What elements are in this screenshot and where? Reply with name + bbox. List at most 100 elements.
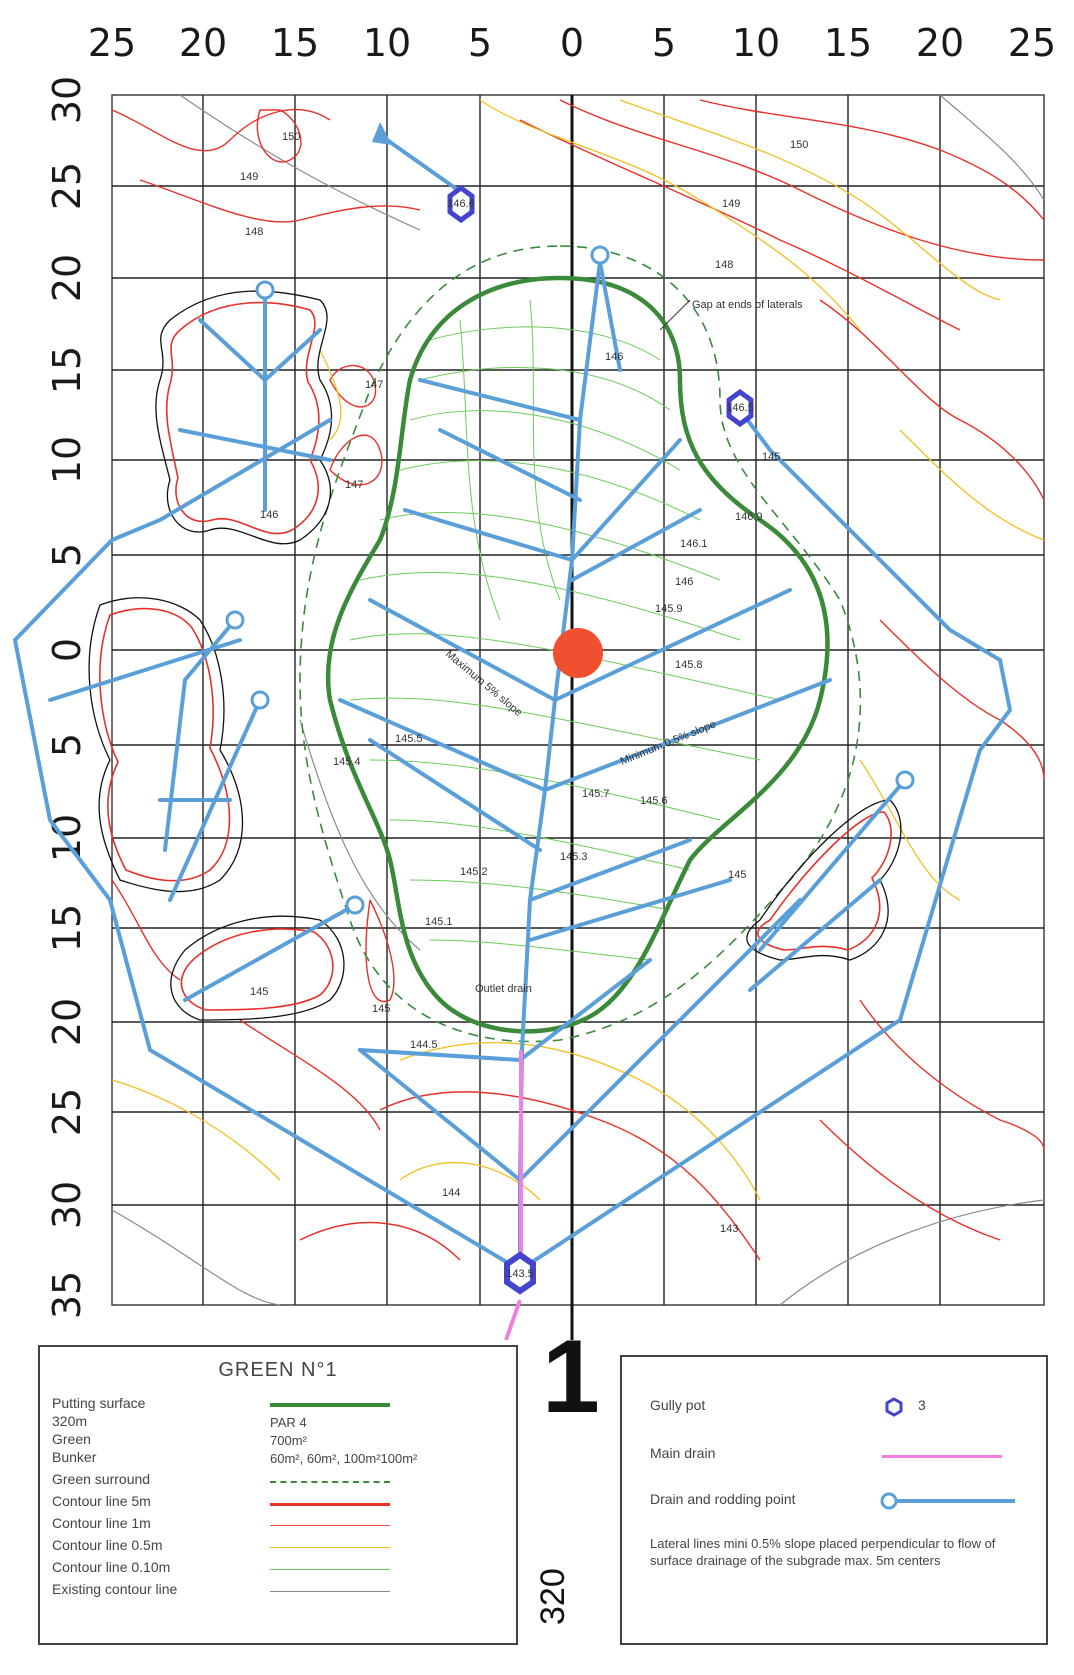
slope-min-annotation: Minimum 0.5% slope bbox=[619, 718, 718, 767]
legend-row-label: Contour line 5m bbox=[52, 1493, 151, 1509]
drain-rodding-swatch bbox=[880, 1492, 1015, 1510]
top-axis-label: 5 bbox=[652, 21, 676, 65]
contour-05m-swatch bbox=[270, 1547, 390, 1548]
green-surround-swatch bbox=[270, 1481, 390, 1483]
top-axis-label: 15 bbox=[824, 21, 872, 65]
slope-max-annotation: Maximum 5% slope bbox=[443, 648, 524, 719]
main-drain-label: Main drain bbox=[650, 1445, 716, 1461]
contour-label: 145.6 bbox=[640, 795, 668, 807]
legend-row-label: 320m bbox=[52, 1413, 88, 1429]
existing-contours bbox=[111, 94, 1045, 1306]
gully-pot-label: Gully pot bbox=[650, 1397, 706, 1413]
legend-row-label: Contour line 1m bbox=[52, 1515, 151, 1531]
gully-label: 146.6 bbox=[447, 198, 475, 210]
contour-label: 145 bbox=[250, 986, 268, 998]
legend-row-label: Green surround bbox=[52, 1471, 151, 1487]
green-number: 1 bbox=[542, 1319, 600, 1435]
grid bbox=[111, 94, 1045, 1306]
legend-panel: GREEN N°1 Putting surface 320m PAR 4 Gre… bbox=[38, 1345, 518, 1645]
contour-label: 148 bbox=[715, 259, 733, 271]
drain-rodding-label: Drain and rodding point bbox=[650, 1491, 796, 1507]
contour-5m-swatch bbox=[270, 1503, 390, 1506]
left-axis-label: 10 bbox=[45, 436, 89, 484]
lateral-note: Lateral lines mini 0.5% slope placed per… bbox=[650, 1536, 996, 1568]
green-surround bbox=[299, 245, 862, 1043]
contour-label: 144 bbox=[442, 1187, 460, 1199]
drain-arrow-icon bbox=[372, 122, 392, 145]
gap-leader bbox=[659, 299, 691, 331]
gully-pot-icon: 143.5 bbox=[504, 1251, 536, 1295]
top-axis-label: 20 bbox=[916, 21, 964, 65]
left-axis-label: 15 bbox=[45, 904, 89, 952]
bunkers bbox=[88, 290, 902, 1021]
gully-pot-icon: 146.5 bbox=[726, 388, 754, 428]
contour-label: 146.1 bbox=[680, 538, 708, 550]
gully-label: 143.5 bbox=[506, 1268, 534, 1280]
top-axis-label: 25 bbox=[1008, 21, 1056, 65]
contour-yellow bbox=[111, 99, 1045, 1201]
legend-row-label: Putting surface bbox=[52, 1395, 146, 1411]
rodding-points bbox=[225, 245, 915, 915]
contour-label: 148 bbox=[245, 226, 263, 238]
legend-row-value: 60m², 60m², 100m²100m² bbox=[270, 1451, 418, 1466]
top-axis-label: 20 bbox=[179, 21, 227, 65]
putting-surface-swatch bbox=[270, 1403, 390, 1407]
contour-label: 147 bbox=[345, 479, 363, 491]
legend-row-value: PAR 4 bbox=[270, 1415, 307, 1430]
legend-row-label: Contour line 0.5m bbox=[52, 1537, 163, 1553]
gully-pot-icon bbox=[885, 1397, 903, 1417]
left-axis-label: 20 bbox=[45, 998, 89, 1046]
legend-row-label: Existing contour line bbox=[52, 1581, 178, 1597]
top-axis-label: 10 bbox=[732, 21, 780, 65]
left-axis-label: 5 bbox=[45, 733, 89, 757]
contour-label: 150 bbox=[790, 139, 808, 151]
contour-red bbox=[111, 99, 1045, 1261]
contour-label: 146 bbox=[605, 351, 623, 363]
top-axis-label: 10 bbox=[363, 21, 411, 65]
contour-label: 144.5 bbox=[410, 1039, 438, 1051]
left-axis: 30 25 20 15 10 5 0 5 10 15 20 25 30 35 bbox=[45, 76, 89, 1319]
gully-pot-icon: 146.6 bbox=[447, 184, 475, 224]
putting-surface bbox=[325, 275, 830, 1034]
drains bbox=[12, 133, 1013, 1272]
contour-label: 150 bbox=[282, 131, 300, 143]
contour-label: 146 bbox=[260, 509, 278, 521]
contour-1m-swatch bbox=[270, 1525, 390, 1526]
legend-right-panel: Gully pot 3 Main drain Drain and rodding… bbox=[620, 1355, 1048, 1645]
left-axis-label: 35 bbox=[45, 1271, 89, 1319]
contour-labels: 150 150 149 149 148 148 147 147 146 146 … bbox=[240, 131, 808, 1235]
contour-label: 145 bbox=[728, 869, 746, 881]
contour-label: 145.3 bbox=[560, 851, 588, 863]
contour-label: 145.1 bbox=[425, 916, 453, 928]
left-axis-label: 25 bbox=[45, 1088, 89, 1136]
gully-count: 3 bbox=[918, 1397, 926, 1413]
contour-label: 145.2 bbox=[460, 866, 488, 878]
main-drain-swatch bbox=[882, 1455, 1002, 1458]
drainage-plan: 25 20 15 10 5 0 5 10 15 20 25 30 25 20 1… bbox=[12, 21, 1056, 1340]
legend-row-label: Bunker bbox=[52, 1449, 97, 1465]
left-axis-label: 5 bbox=[45, 543, 89, 567]
contour-label: 145.4 bbox=[333, 756, 361, 768]
existing-contour-swatch bbox=[270, 1591, 390, 1592]
contour-label: 147 bbox=[365, 379, 383, 391]
top-axis-label: 5 bbox=[468, 21, 492, 65]
contour-label: 143 bbox=[720, 1223, 738, 1235]
contour-label: 149 bbox=[240, 171, 258, 183]
gap-annotation: Gap at ends of laterals bbox=[692, 299, 803, 311]
top-axis-label: 15 bbox=[271, 21, 319, 65]
contour-label: 145.9 bbox=[655, 603, 683, 615]
top-axis-label: 25 bbox=[88, 21, 136, 65]
legend-title: GREEN N°1 bbox=[218, 1359, 338, 1381]
contour-label: 146.9 bbox=[735, 511, 763, 523]
legend-row-value: 700m² bbox=[270, 1433, 307, 1448]
contour-label: 145.7 bbox=[582, 788, 610, 800]
legend-row-label: Contour line 0.10m bbox=[52, 1559, 171, 1575]
main-drain-outlet bbox=[504, 1299, 522, 1340]
contour-label: 145.8 bbox=[675, 659, 703, 671]
gully-label: 146.5 bbox=[726, 402, 754, 414]
yardage-label: 320 bbox=[534, 1568, 572, 1625]
contour-label: 146 bbox=[675, 576, 693, 588]
gully-pots: 146.6 146.5 143.5 bbox=[447, 184, 754, 1295]
left-axis-label: 20 bbox=[45, 254, 89, 302]
top-axis: 25 20 15 10 5 0 5 10 15 20 25 bbox=[88, 21, 1056, 65]
